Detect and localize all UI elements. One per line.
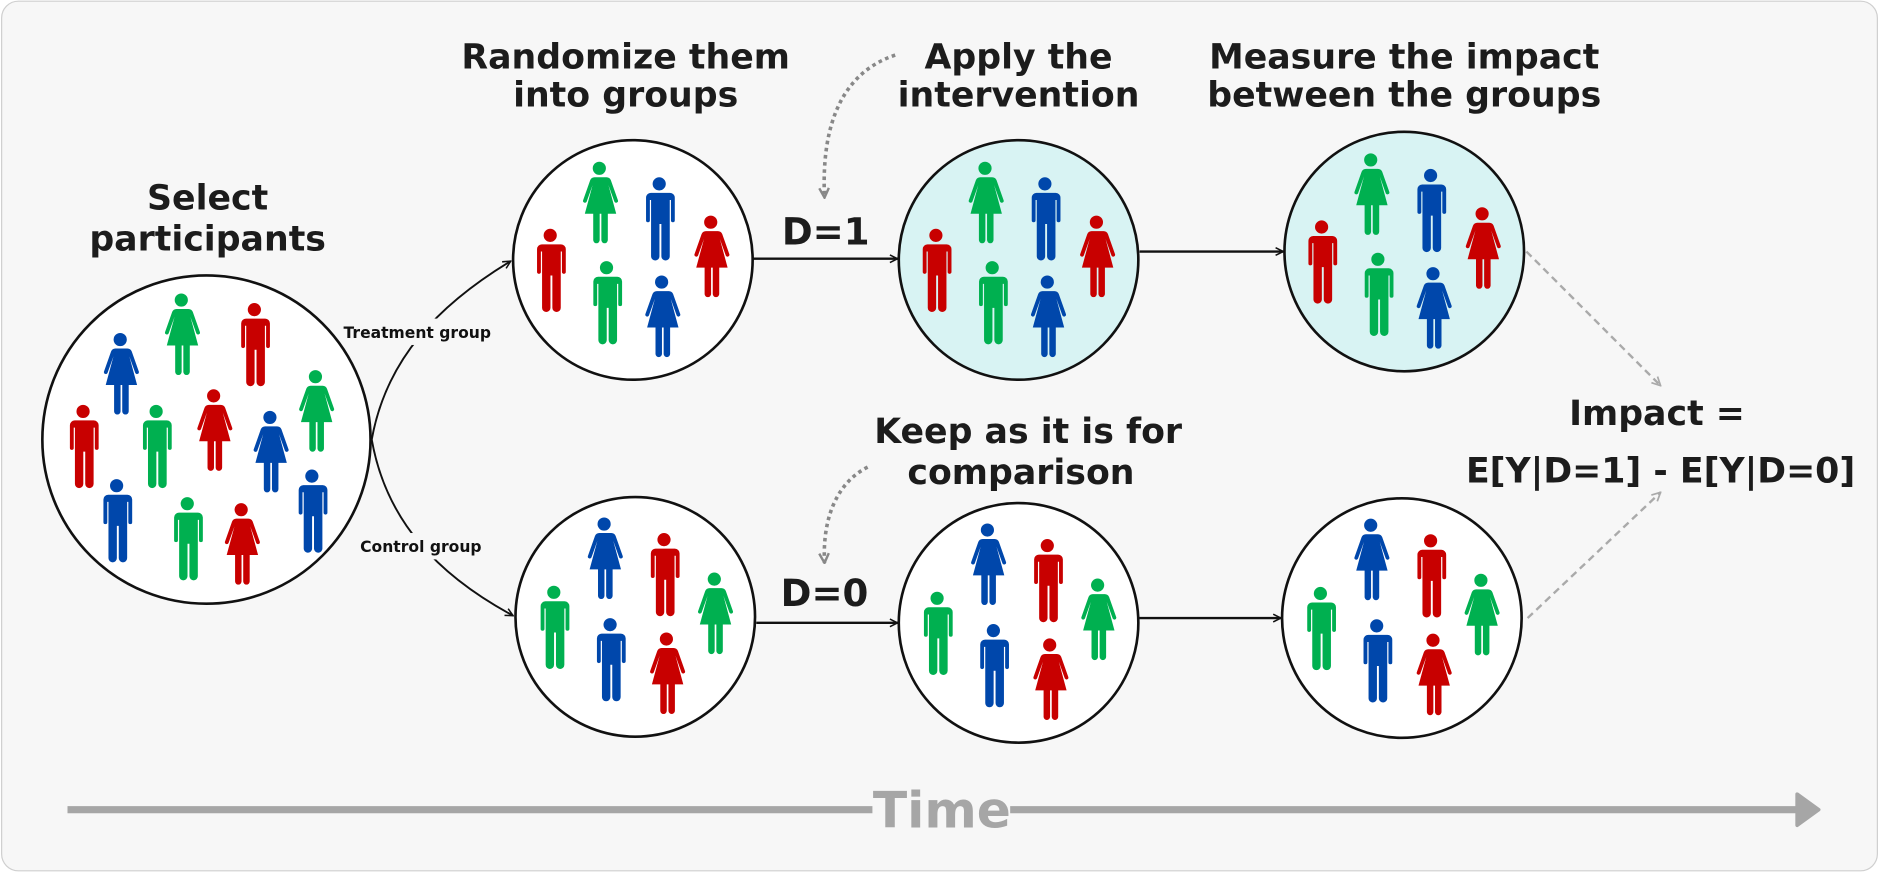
treatment-measured-circle xyxy=(1283,130,1526,373)
participants-circle-group xyxy=(41,274,372,606)
title-apply-line1: Apply the xyxy=(925,37,1113,77)
control-kept-circle-group xyxy=(897,501,1140,744)
control-measured-circle-group xyxy=(1280,496,1523,740)
treatment-group-label: Treatment group xyxy=(344,324,492,342)
impact-label: Impact = xyxy=(1569,394,1745,434)
d1-label: D=1 xyxy=(782,210,870,253)
treatment-measured-circle-group xyxy=(1283,130,1526,373)
title-apply-line2: intervention xyxy=(898,76,1140,116)
title-measure-line1: Measure the impact xyxy=(1209,37,1599,77)
dotted-pointer-intervention xyxy=(824,53,896,198)
treatment-randomized-circle xyxy=(511,138,754,382)
title-measure-line2: between the groups xyxy=(1207,76,1601,116)
treatment-randomized-circle-group xyxy=(511,138,754,382)
impact-formula: E[Y|D=1] - E[Y|D=0] xyxy=(1466,452,1855,492)
title-randomize-line2: into groups xyxy=(513,76,738,116)
control-randomized-circle xyxy=(514,495,757,738)
d0-label: D=0 xyxy=(781,572,869,615)
title-randomize-line1: Randomize them xyxy=(461,37,790,77)
control-randomized-circle-group xyxy=(514,495,757,738)
control-group-label: Control group xyxy=(360,538,481,556)
title-select-line1: Select xyxy=(147,179,268,219)
title-select-line2: participants xyxy=(89,219,326,259)
control-measured-circle xyxy=(1280,496,1523,740)
dotted-pointer-comparison xyxy=(824,465,869,563)
time-arrowhead-icon xyxy=(1795,792,1821,828)
time-label: Time xyxy=(873,781,1011,840)
title-keep-line1: Keep as it is for xyxy=(874,412,1183,452)
treatment-intervention-circle xyxy=(897,138,1140,382)
dashed-arrow-treated-impact xyxy=(1525,250,1660,386)
title-keep-line2: comparison xyxy=(907,453,1134,493)
dashed-arrow-control-impact xyxy=(1526,492,1661,619)
control-kept-circle xyxy=(897,501,1140,744)
treatment-intervention-circle-group xyxy=(897,138,1140,382)
